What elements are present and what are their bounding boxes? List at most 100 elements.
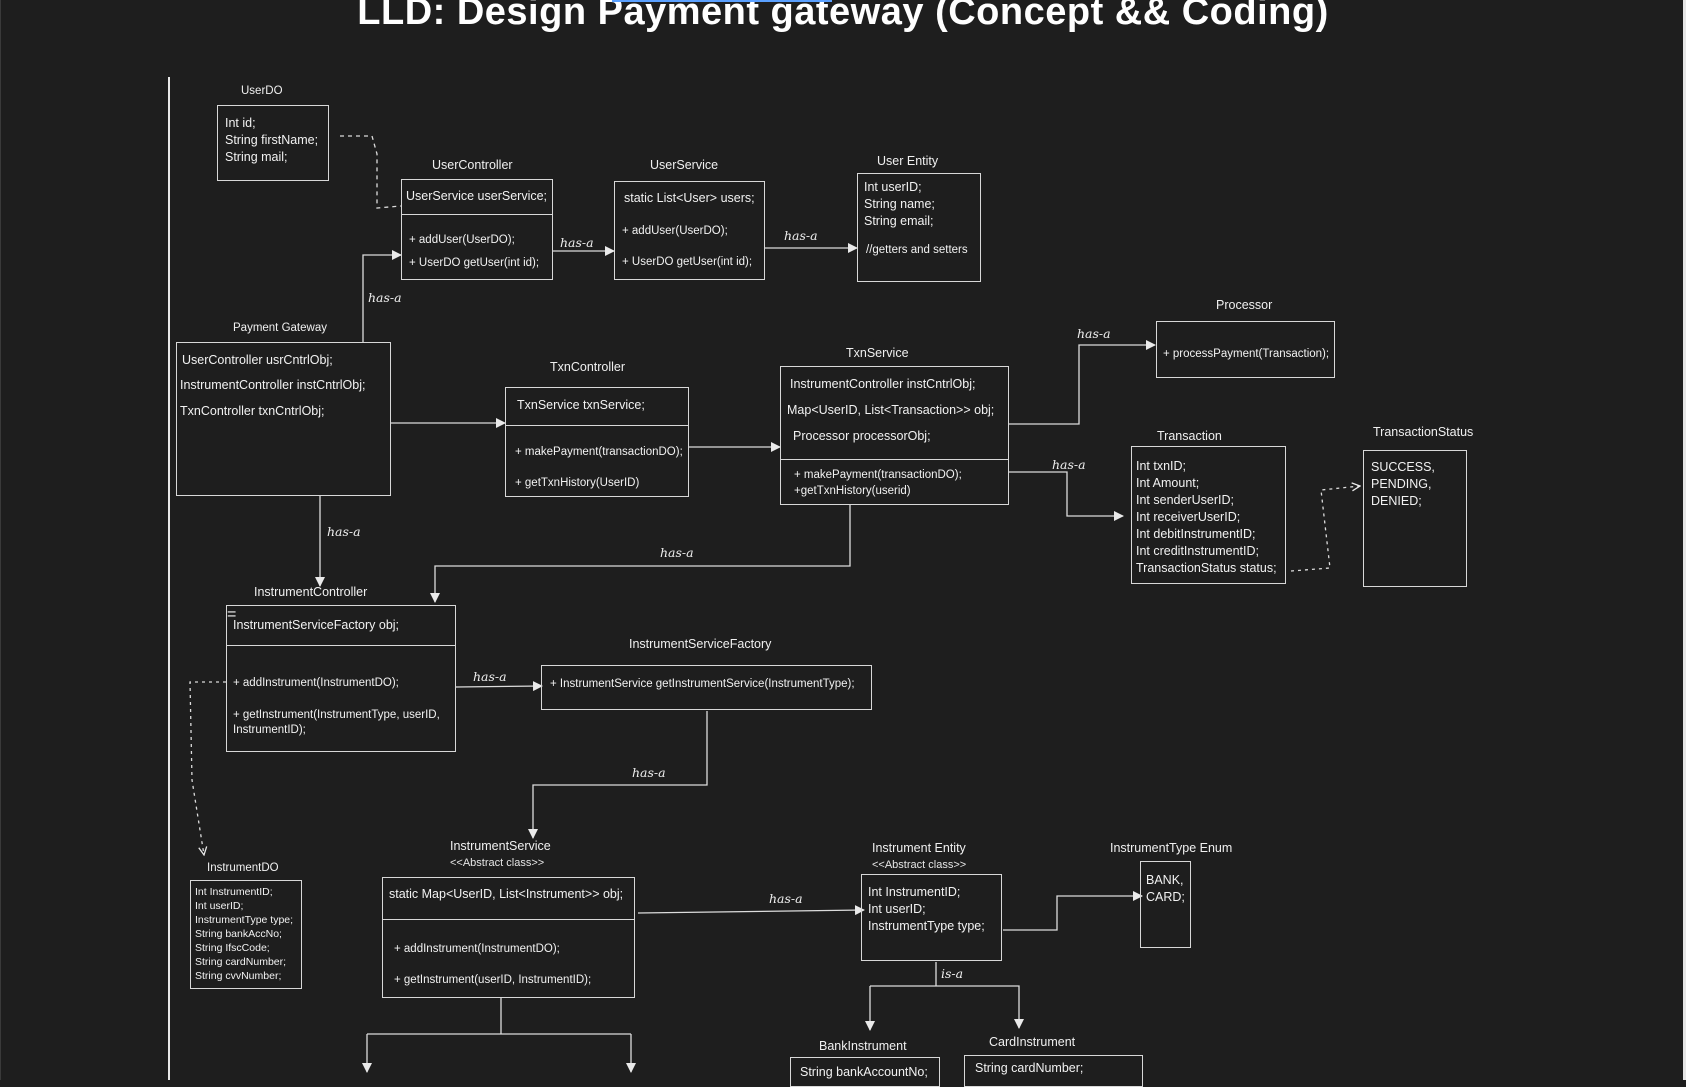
instrumententity-box[interactable]: Int InstrumentID; Int userID; Instrument… (861, 874, 1002, 961)
edge-transaction-status (1290, 486, 1360, 572)
userservice-box[interactable]: static List<User> users; + addUser(UserD… (614, 181, 765, 280)
instrumenttype-box[interactable]: BANK, CARD; (1140, 861, 1191, 948)
userentity-name: User Entity (877, 154, 939, 168)
paymentgateway-field: InstrumentController instCntrlObj; (180, 378, 366, 392)
instrumentservice-name: InstrumentService (450, 839, 551, 853)
userentity-field: String email; (864, 214, 934, 228)
edge-factory-instrumentservice (528, 711, 708, 839)
instrumentdo-field: String bankAccNo; (195, 928, 282, 940)
relation-label: has-a (1052, 457, 1086, 472)
instrumentservice-divider (383, 919, 634, 921)
usercontroller-method: + UserDO getUser(int id); (409, 257, 540, 269)
txncontroller-method: + makePayment(transactionDO); (515, 446, 683, 458)
instrumententity-name: Instrument Entity (872, 841, 966, 855)
userdo-box[interactable]: Int id; String firstName; String mail; (217, 105, 329, 181)
transaction-field: Int receiverUserID; (1136, 510, 1241, 524)
instrumentdo-name: InstrumentDO (207, 862, 279, 874)
instrumentservice-box[interactable]: static Map<UserID, List<Instrument>> obj… (382, 877, 635, 998)
relation-label: has-a (769, 891, 803, 906)
userservice-method: + UserDO getUser(int id); (622, 256, 753, 268)
processor-method: + processPayment(Transaction); (1163, 348, 1330, 360)
usercontroller-divider (402, 214, 552, 216)
txncontroller-name: TxnController (550, 360, 626, 374)
edge-instrumentservice-instrumententity (637, 905, 865, 916)
usercontroller-name: UserController (432, 158, 513, 172)
txnservice-name: TxnService (846, 346, 909, 360)
userdo-field: Int id; (225, 116, 256, 130)
relation-label: has-a (632, 765, 666, 780)
transactionstatus-name: TransactionStatus (1373, 425, 1474, 439)
edge-txnservice-transaction (1009, 471, 1124, 521)
txnservice-divider (781, 459, 1008, 461)
transaction-field: Int debitInstrumentID; (1136, 527, 1256, 541)
txnservice-field: Processor processorObj; (793, 429, 931, 443)
userentity-field: String name; (864, 197, 935, 211)
bankinstrument-box[interactable]: String bankAccountNo; (790, 1057, 940, 1087)
page-scrollbar[interactable] (1683, 0, 1686, 1080)
paymentgateway-name: Payment Gateway (233, 322, 327, 334)
instrumenttype-value: CARD; (1146, 890, 1185, 904)
paymentgateway-field: TxnController txnCntrlObj; (180, 404, 325, 418)
usercontroller-method: + addUser(UserDO); (409, 234, 515, 246)
txnservice-field: InstrumentController instCntrlObj; (790, 377, 976, 391)
instrumentservice-method: + addInstrument(InstrumentDO); (394, 943, 560, 955)
paymentgateway-box[interactable]: UserController usrCntrlObj; InstrumentCo… (176, 342, 391, 496)
txncontroller-box[interactable]: TxnService txnService; + makePayment(tra… (505, 387, 689, 497)
cardinstrument-name: CardInstrument (989, 1035, 1076, 1049)
transaction-field: Int Amount; (1136, 476, 1200, 490)
cardinstrument-box[interactable]: String cardNumber; (964, 1055, 1143, 1087)
instrumentcontroller-divider (227, 645, 455, 647)
processor-name: Processor (1216, 298, 1273, 312)
instrumentservice-method: + getInstrument(userID, InstrumentID); (394, 974, 592, 986)
transaction-field: Int creditInstrumentID; (1136, 544, 1259, 558)
instrumentdo-box[interactable]: Int InstrumentID; Int userID; Instrument… (190, 880, 302, 989)
title-selection-mark (612, 0, 832, 2)
instrumentcontroller-method: + addInstrument(InstrumentDO); (233, 677, 399, 689)
instrumententity-field: InstrumentType type; (868, 919, 985, 933)
instrumententity-field: Int userID; (868, 902, 926, 916)
userentity-comment: //getters and setters (866, 244, 968, 256)
userdo-name: UserDO (241, 85, 283, 97)
instrumentdo-field: InstrumentType type; (195, 914, 294, 926)
usercontroller-box[interactable]: UserService userService; + addUser(UserD… (401, 179, 553, 280)
page-title: LLD: Design Payment gateway (Concept && … (357, 0, 1329, 33)
txnservice-method: +getTxnHistory(userid) (794, 485, 911, 497)
txnservice-method: + makePayment(transactionDO); (794, 469, 962, 481)
edge-isa-card (870, 985, 1024, 1029)
userservice-method: + addUser(UserDO); (622, 225, 728, 237)
instrumenttype-value: BANK, (1146, 873, 1184, 887)
edge-instrumententity-instrumenttype (1003, 891, 1143, 931)
processor-box[interactable]: + processPayment(Transaction); (1156, 321, 1335, 378)
instrumentcontroller-box[interactable]: InstrumentServiceFactory obj; = + addIns… (226, 605, 456, 752)
userentity-box[interactable]: Int userID; String name; String email; /… (857, 173, 981, 282)
transactionstatus-box[interactable]: SUCCESS, PENDING, DENIED; (1363, 450, 1467, 587)
instrumentservicefactory-name: InstrumentServiceFactory (629, 637, 772, 651)
bankinstrument-name: BankInstrument (819, 1039, 907, 1053)
relation-label: has-a (368, 290, 402, 305)
edge-instrumentcontroller-instrumentdo (189, 681, 226, 855)
instrumententity-stereotype: <<Abstract class>> (872, 859, 967, 871)
transaction-field: TransactionStatus status; (1136, 561, 1277, 575)
instrumentcontroller-method: InstrumentID); (233, 724, 306, 736)
relation-label: has-a (560, 235, 594, 250)
transactionstatus-value: SUCCESS, (1371, 460, 1435, 474)
userservice-field: static List<User> users; (624, 191, 755, 205)
instrumenttype-name: InstrumentType Enum (1110, 841, 1233, 855)
transaction-field: Int senderUserID; (1136, 493, 1234, 507)
instrumentservicefactory-method: + InstrumentService getInstrumentService… (550, 678, 855, 690)
instrumentcontroller-field: InstrumentServiceFactory obj; (233, 618, 400, 632)
transaction-box[interactable]: Int txnID; Int Amount; Int senderUserID;… (1131, 446, 1286, 584)
txnservice-box[interactable]: InstrumentController instCntrlObj; Map<U… (780, 366, 1009, 505)
instrumentdo-field: Int InstrumentID; (195, 886, 273, 898)
instrumentservicefactory-box[interactable]: + InstrumentService getInstrumentService… (541, 665, 872, 710)
userdo-field: String mail; (225, 150, 288, 164)
instrumentdo-field: String cardNumber; (195, 956, 287, 968)
instrumententity-field: Int InstrumentID; (868, 885, 961, 899)
instrumentdo-field: String cvvNumber; (195, 970, 282, 982)
txncontroller-method: + getTxnHistory(UserID) (515, 477, 640, 489)
canvas-left-edge (168, 77, 170, 1080)
relation-label: has-a (327, 524, 361, 539)
page-left-border (0, 0, 1, 1080)
instrumentservice-stereotype: <<Abstract class>> (450, 857, 545, 869)
